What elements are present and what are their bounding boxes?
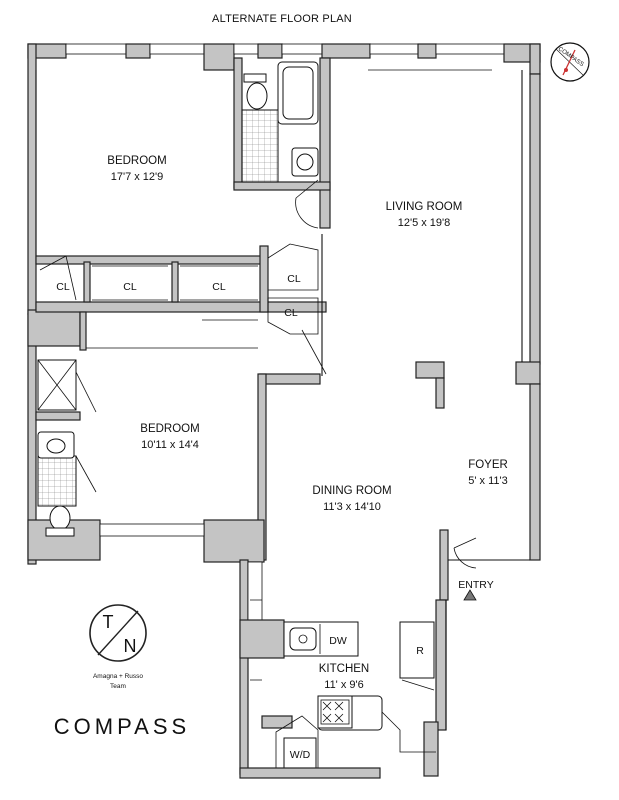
kitchen-area xyxy=(239,559,436,779)
logo-letter-n: N xyxy=(124,636,137,656)
column xyxy=(415,361,445,409)
bedroom2-dims: 10'11 x 14'4 xyxy=(141,439,199,451)
compass-icon: COMPASS xyxy=(550,42,590,82)
logo-caption-line1: Amagna + Russo xyxy=(93,673,143,680)
logo-caption-line2: Team xyxy=(110,683,126,690)
dining-name: DINING ROOM xyxy=(312,485,391,497)
team-logo: T N Amagna + Russo Team xyxy=(89,604,147,690)
closet-label: CL xyxy=(287,273,301,285)
compass-brand-logo: COMPASS xyxy=(54,714,190,739)
closet-label: CL xyxy=(212,281,226,293)
room-label-living: LIVING ROOM 12'5 x 19'8 xyxy=(386,201,463,229)
foyer-dims: 5' x 11'3 xyxy=(468,475,507,487)
closet-label: CL xyxy=(56,281,70,293)
bathroom-top xyxy=(233,57,331,229)
dishwasher-label: DW xyxy=(329,635,347,647)
room-label-bedroom1: BEDROOM 17'7 x 12'9 xyxy=(107,155,166,183)
exterior-wall-lower-right xyxy=(423,599,447,777)
refrigerator-label: R xyxy=(416,645,424,657)
entry-arrow-icon xyxy=(463,589,477,601)
dining-dims: 11'3 x 14'10 xyxy=(323,501,381,513)
exterior-wall-top xyxy=(27,43,541,71)
kitchen-name: KITCHEN xyxy=(319,663,369,675)
plan-title: ALTERNATE FLOOR PLAN xyxy=(212,13,352,25)
logo-letter-t: T xyxy=(103,612,114,632)
room-label-bedroom2: BEDROOM 10'11 x 14'4 xyxy=(140,423,199,451)
foyer-name: FOYER xyxy=(468,459,508,471)
closet-label: CL xyxy=(123,281,137,293)
room-label-dining: DINING ROOM 11'3 x 14'10 xyxy=(312,485,391,513)
kitchen-dims: 11' x 9'6 xyxy=(324,679,363,691)
closet-label: CL xyxy=(284,307,298,319)
bedroom1-dims: 17'7 x 12'9 xyxy=(111,171,164,183)
washer-dryer-label: W/D xyxy=(290,749,311,761)
bedroom1-name: BEDROOM xyxy=(107,155,166,167)
room-label-foyer: FOYER 5' x 11'3 xyxy=(468,459,508,487)
living-dims: 12'5 x 19'8 xyxy=(398,217,451,229)
exterior-wall-right xyxy=(515,43,541,561)
bathroom-bottom xyxy=(35,359,81,537)
bedroom2-walls xyxy=(75,311,321,563)
bedroom2-name: BEDROOM xyxy=(140,423,199,435)
closet-row xyxy=(35,234,327,376)
living-name: LIVING ROOM xyxy=(386,201,463,213)
stove-icon xyxy=(320,699,350,725)
room-label-kitchen: KITCHEN 11' x 9'6 xyxy=(319,663,369,691)
entry-label: ENTRY xyxy=(458,579,493,591)
